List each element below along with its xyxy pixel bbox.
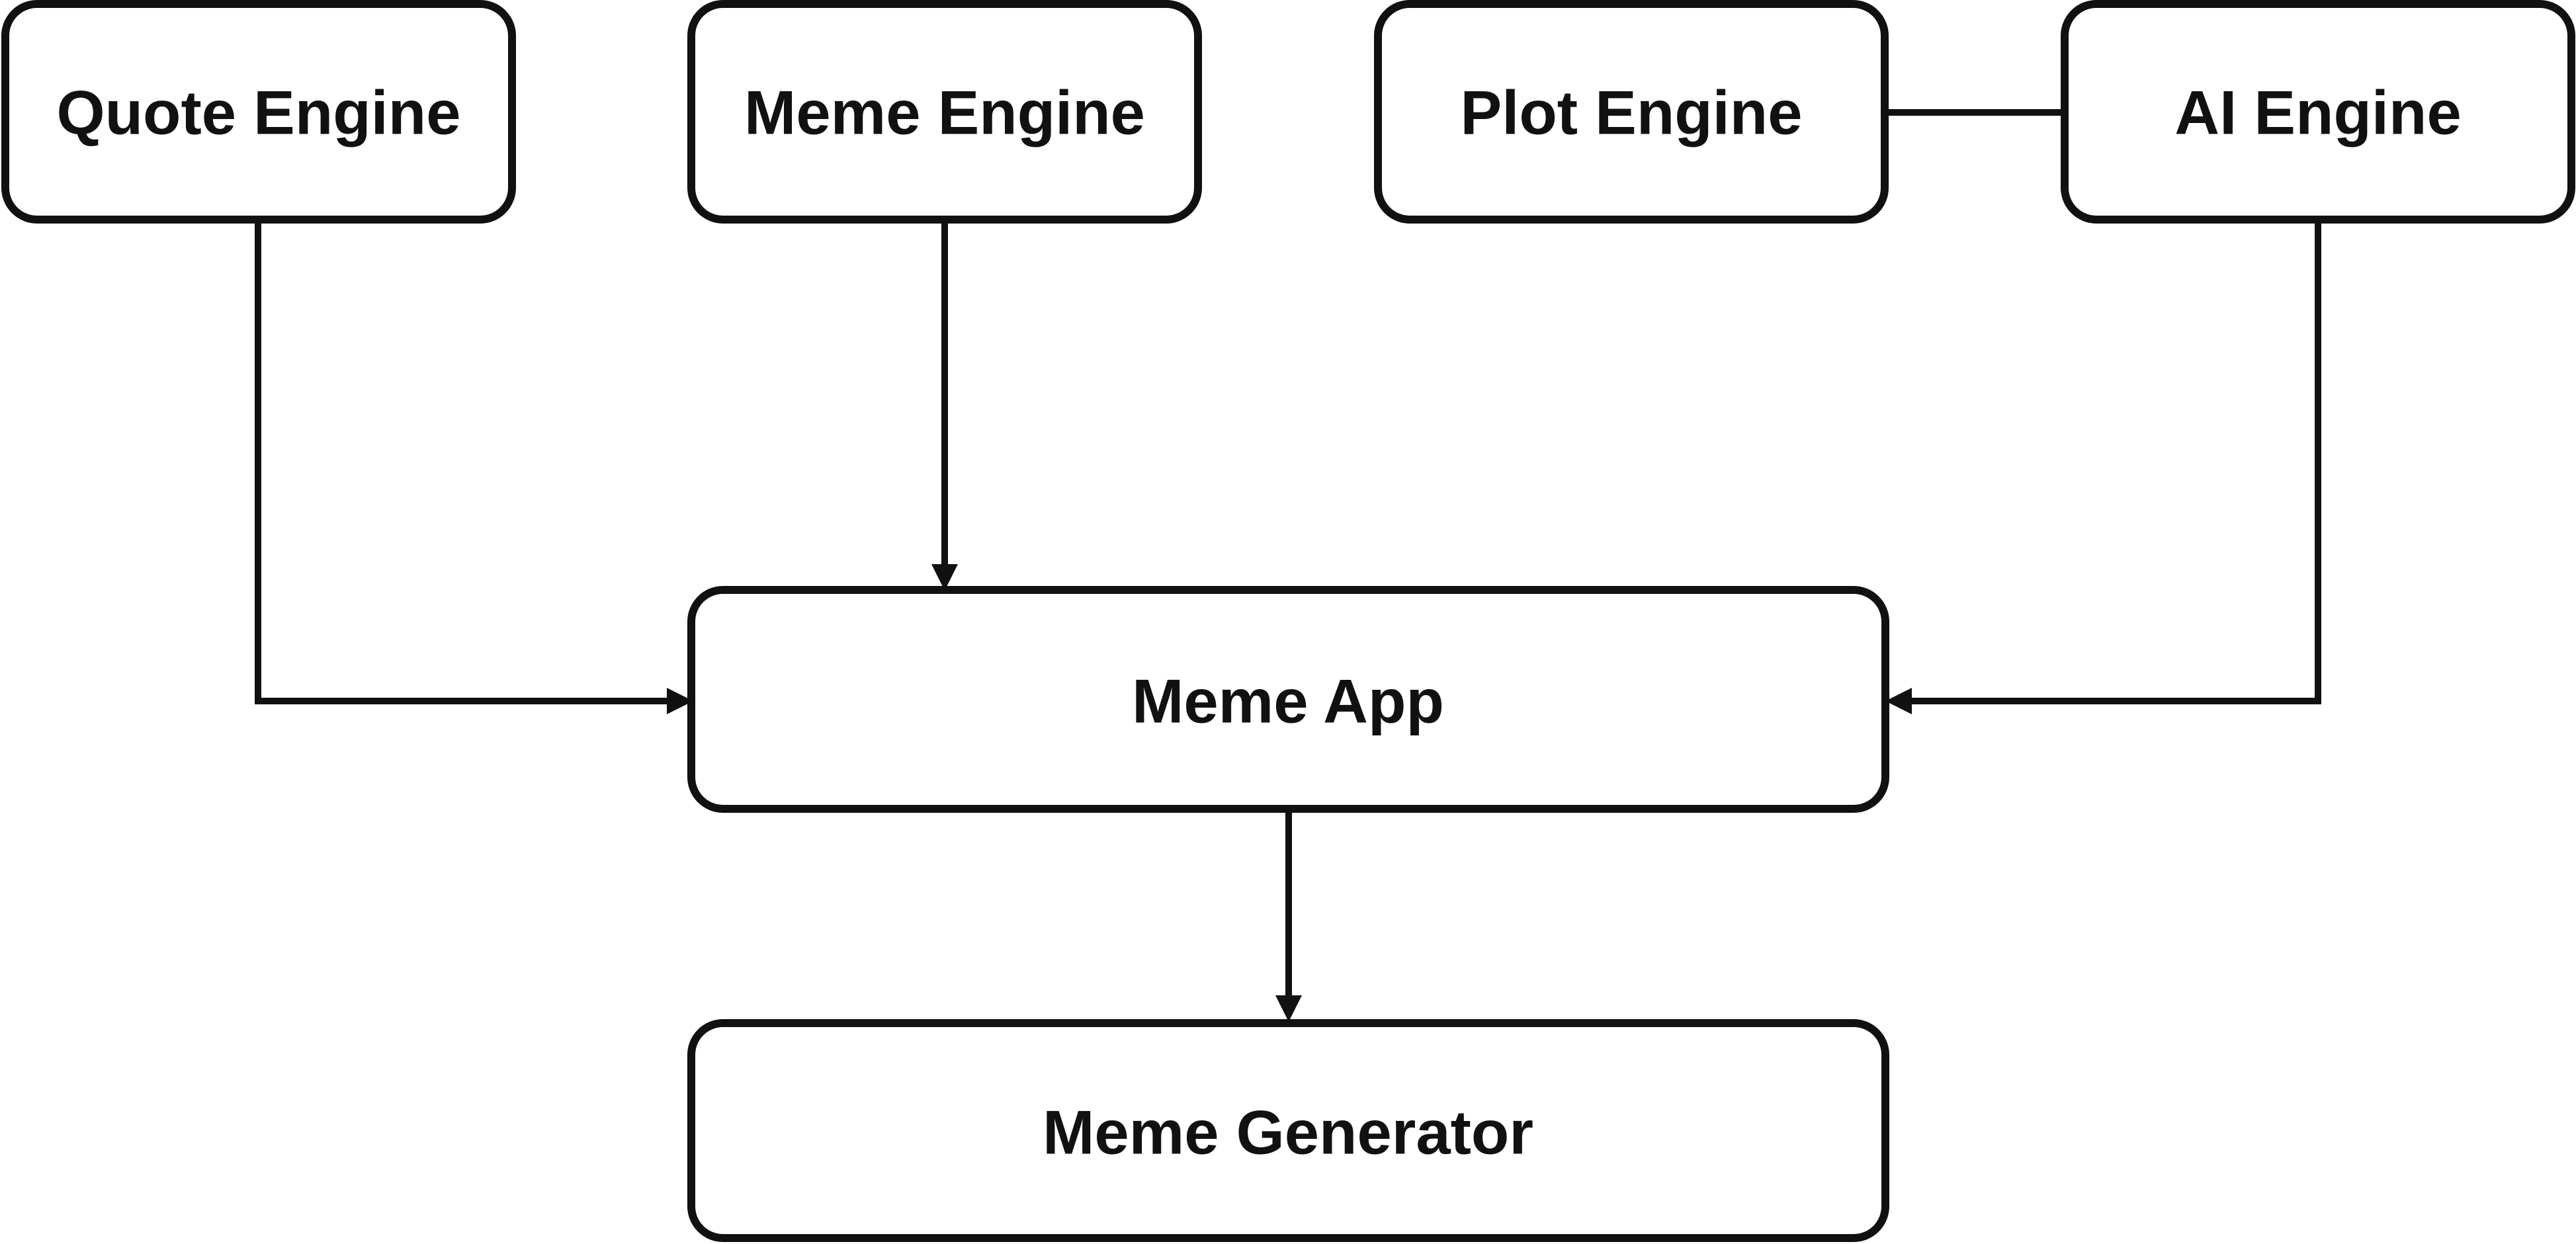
node-box bbox=[1374, 0, 1889, 224]
node-label: Meme Generator bbox=[1043, 1098, 1533, 1167]
node-meme-generator: Meme Generator bbox=[687, 1019, 1889, 1242]
node-meme-app: Meme App bbox=[687, 586, 1889, 813]
node-label: Meme Engine bbox=[744, 78, 1145, 147]
arrowhead-meme-app-to-meme-generator bbox=[1275, 995, 1302, 1022]
edge-ai-engine-to-meme-app bbox=[1911, 222, 2321, 704]
node-box bbox=[1, 0, 516, 224]
node-quote-engine: Quote Engine bbox=[1, 0, 516, 224]
node-label: Quote Engine bbox=[57, 78, 461, 147]
node-label: AI Engine bbox=[2174, 78, 2461, 147]
node-meme-engine: Meme Engine bbox=[687, 0, 1202, 224]
node-label: Plot Engine bbox=[1461, 78, 1803, 147]
node-box bbox=[687, 586, 1889, 813]
node-box bbox=[687, 0, 1202, 224]
node-plot-engine: Plot Engine bbox=[1374, 0, 1889, 224]
node-label: Meme App bbox=[1132, 667, 1444, 736]
edge-quote-engine-to-meme-app bbox=[255, 222, 669, 704]
edges bbox=[255, 109, 2321, 1022]
arrowhead-ai-engine-to-meme-app bbox=[1885, 688, 1912, 714]
arrowhead-meme-engine-to-meme-app bbox=[931, 564, 958, 591]
node-box bbox=[687, 1019, 1889, 1242]
arrowhead-quote-engine-to-meme-app bbox=[667, 688, 693, 714]
node-box bbox=[2061, 0, 2575, 224]
node-ai-engine: AI Engine bbox=[2061, 0, 2575, 224]
